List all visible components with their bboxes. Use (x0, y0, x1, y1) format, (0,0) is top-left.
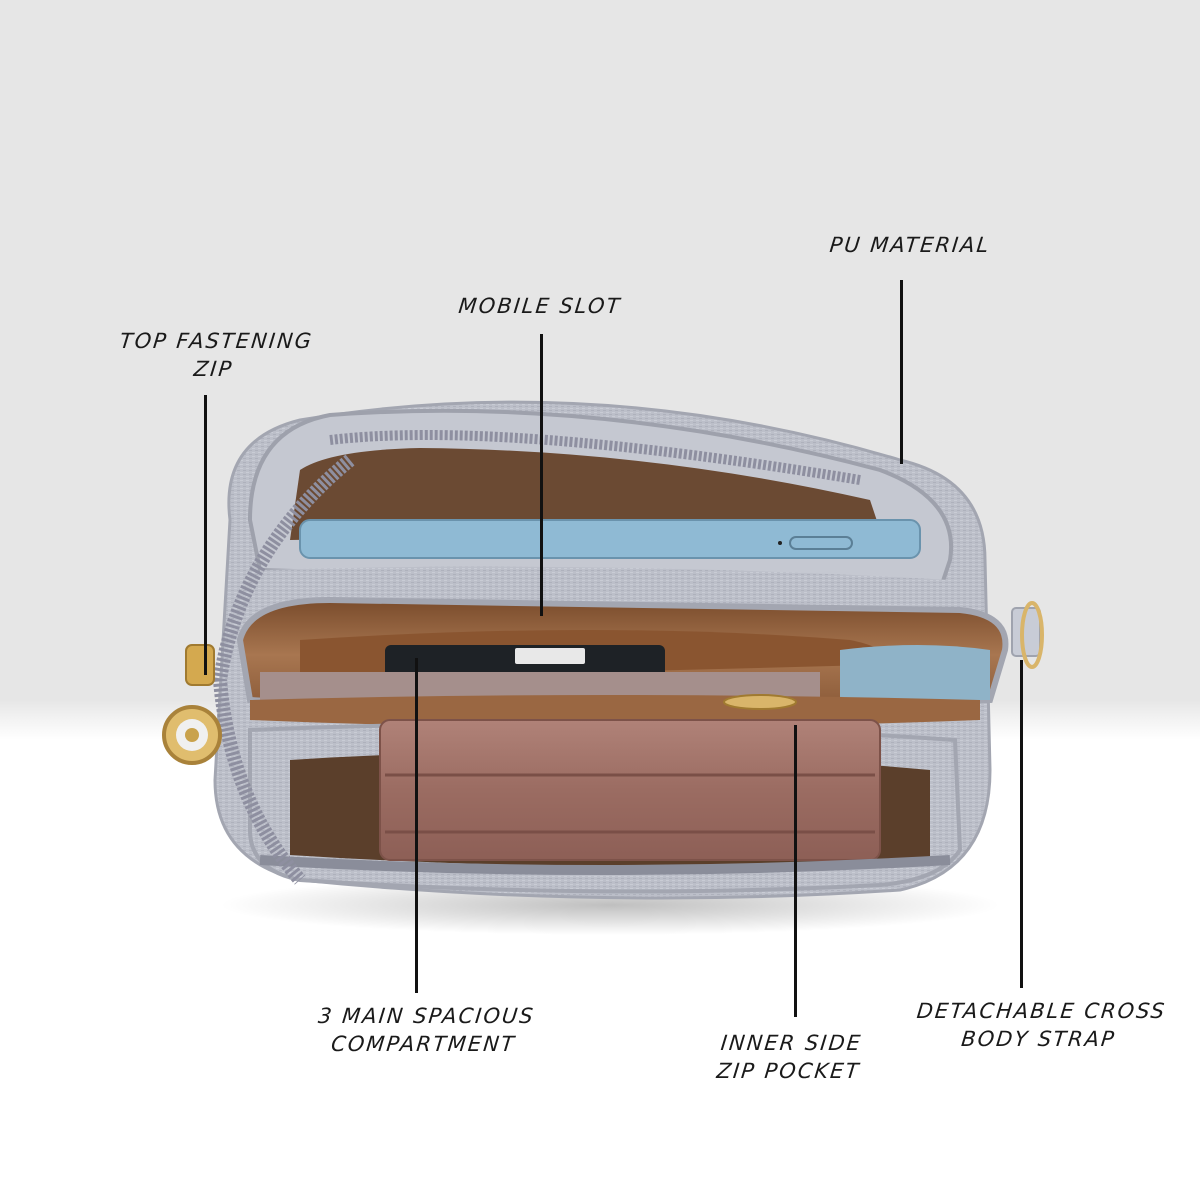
callout-top-fastening-zip: TOP FASTENING ZIP (97, 327, 333, 383)
callout-line-inner-zip-pocket (794, 725, 797, 1017)
callout-text: MOBILE SLOT (457, 294, 623, 318)
gold-charm-icon (162, 644, 222, 765)
callout-text: DETACHABLE CROSS (915, 999, 1168, 1023)
callout-line-pu-material (900, 280, 903, 464)
callout-text: COMPARTMENT (329, 1032, 518, 1056)
callout-line-top-fastening-zip (204, 395, 207, 675)
zip-puller-inner (723, 694, 797, 710)
callout-text: INNER SIDE (719, 1031, 864, 1055)
callout-text: 3 MAIN SPACIOUS (316, 1004, 536, 1028)
callout-text: BODY STRAP (960, 1027, 1117, 1051)
callout-inner-zip-pocket: INNER SIDE ZIP POCKET (697, 1029, 883, 1085)
callout-text: ZIP (192, 357, 235, 381)
callout-text: ZIP POCKET (715, 1059, 862, 1083)
callout-text: TOP FASTENING (118, 329, 315, 353)
callout-line-mobile-slot (540, 334, 543, 616)
callout-pu-material: PU MATERIAL (809, 231, 1012, 259)
callout-text: PU MATERIAL (828, 233, 992, 257)
callout-mobile-slot: MOBILE SLOT (439, 292, 642, 320)
callout-line-cross-body-strap (1020, 660, 1023, 988)
callout-line-main-compartment (415, 658, 418, 993)
callout-cross-body-strap: DETACHABLE CROSS BODY STRAP (902, 997, 1178, 1053)
callout-main-compartment: 3 MAIN SPACIOUS COMPARTMENT (292, 1002, 558, 1058)
phone (299, 519, 921, 559)
wallet (379, 719, 881, 861)
